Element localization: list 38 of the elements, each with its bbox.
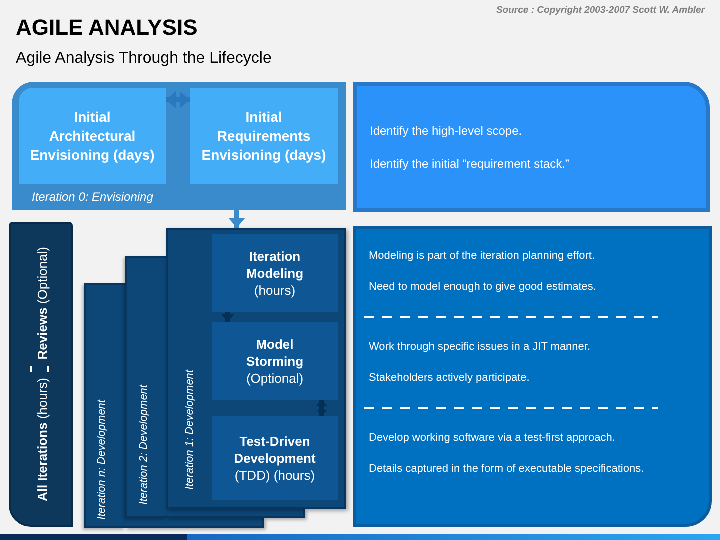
double-arrow	[316, 400, 328, 416]
process-box	[190, 88, 338, 184]
side-panel	[9, 222, 73, 527]
card-label: Iteration 2: Development	[137, 385, 151, 505]
process-box	[212, 322, 338, 400]
note-panel	[353, 226, 712, 527]
note-text: Modeling is part of the iteration planning effort.	[369, 249, 596, 264]
subtitle: Agile Analysis Through the Lifecycle	[16, 49, 272, 69]
note-text: Work through specific issues in a JIT manner.	[369, 340, 592, 355]
box-label: Initial Requirements Envisioning (days)	[201, 108, 327, 164]
phase-panel	[12, 82, 346, 210]
note-panel	[353, 82, 710, 212]
box-label: Iteration Modeling (hours)	[245, 248, 305, 298]
iteration-card	[166, 228, 346, 509]
iteration-card	[125, 256, 166, 518]
arrow	[221, 312, 235, 322]
note-text: Need to model enough to give good estimates.	[369, 280, 598, 295]
box-label: Test-Driven Development (TDD) (hours)	[233, 432, 317, 484]
card-label: Iteration 1: Development	[183, 370, 197, 490]
note-text: Develop working software via a test-first approach.	[369, 431, 616, 446]
box-label: Model Storming (Optional)	[245, 336, 305, 386]
box-label: Initial Architectural Envisioning (days)	[30, 108, 155, 164]
note-text: Identify the initial “requirement stack.”	[370, 156, 570, 172]
process-box	[212, 416, 338, 500]
source-note: Source : Copyright 2003-2007 Scott W. Ambler	[496, 5, 705, 17]
title: AGILE ANALYSIS	[16, 15, 198, 41]
panel-caption: Iteration 0: Envisioning	[32, 189, 154, 205]
iteration-card	[84, 283, 125, 528]
vertical-label: Reviews (Optional)	[35, 247, 51, 360]
double-arrow	[166, 92, 190, 108]
vertical-label: All Iterations (hours)	[35, 378, 51, 502]
note-text: Identify the high-level scope.	[370, 122, 524, 138]
note-text: Details captured in the form of executable specifications.	[369, 462, 646, 477]
process-box	[19, 88, 166, 184]
card-label: Iteration n: Development	[95, 400, 109, 520]
process-box	[212, 234, 338, 312]
note-text: Stakeholders actively participate.	[369, 371, 531, 386]
arrow	[228, 210, 246, 228]
